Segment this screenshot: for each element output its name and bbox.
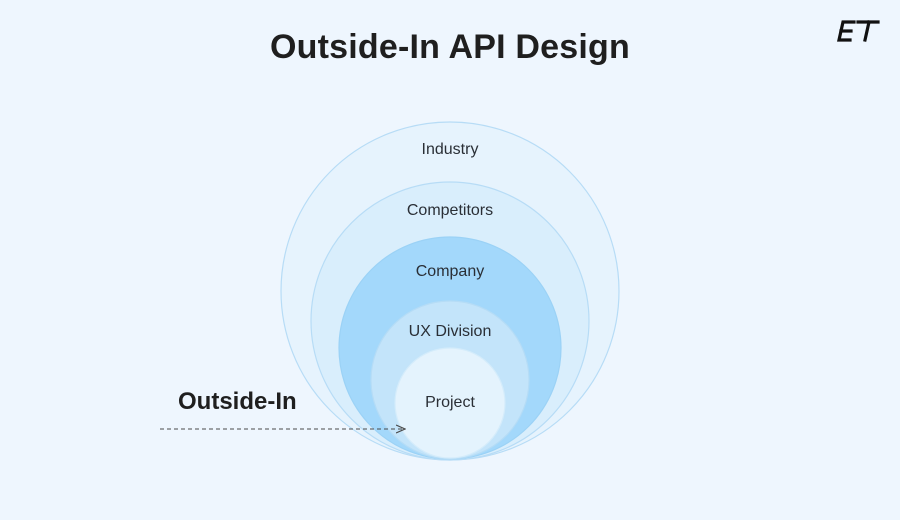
ring-label-ux-division: UX Division [409, 323, 492, 340]
ring-label-project: Project [425, 394, 475, 411]
ring-project [394, 347, 506, 459]
page-title: Outside-In API Design [270, 28, 630, 66]
brand-logo [837, 20, 880, 42]
ring-label-industry: Industry [422, 141, 479, 158]
ring-label-company: Company [416, 263, 484, 280]
ring-label-competitors: Competitors [407, 202, 493, 219]
outside-in-label: Outside-In [178, 388, 297, 415]
